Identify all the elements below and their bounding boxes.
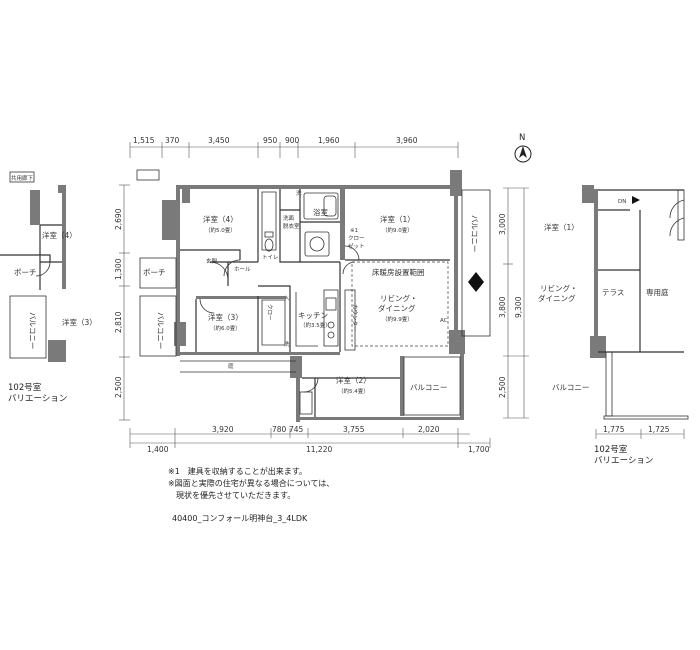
dim-top-2: 3,450 xyxy=(208,136,230,145)
label-closet-b: ゼット xyxy=(348,242,365,250)
left-variation-panel: 共用廊下 洋室（4） ポーチ 洋室（3） バルコニー 102号室 バリエーション xyxy=(0,171,97,404)
north-label: N xyxy=(519,133,525,143)
dim-bottom-inner-0: 3,920 xyxy=(212,425,234,434)
label-western1: 洋室（1） xyxy=(380,214,415,224)
label-porch: ポーチ xyxy=(143,268,166,277)
right-panel-caption-a: 102号室 xyxy=(594,444,628,455)
plan-code: 40400_コンフォール明神台_3_4LDK xyxy=(172,513,308,523)
label-western3: 洋室（3） xyxy=(208,312,243,322)
label-sen: 洗 xyxy=(284,340,290,348)
dim-top-4: 900 xyxy=(285,136,300,145)
right-panel-garden: 専用庭 xyxy=(646,287,669,297)
label-hall: ホール xyxy=(234,266,251,273)
dim-top-0: 1,515 xyxy=(133,136,155,145)
note-line-3: 現状を優先させていただきます。 xyxy=(168,490,295,500)
label-balcony-east: バルコニー xyxy=(470,215,479,252)
dim-bottom-inner-3: 3,755 xyxy=(343,425,365,434)
left-panel-corridor: 共用廊下 xyxy=(11,174,34,182)
label-living-b: ダイニング xyxy=(378,303,416,313)
dim-right-0: 3,000 xyxy=(498,213,507,235)
dim-right-panel-0: 1,775 xyxy=(603,425,625,434)
right-panel-western1: 洋室（1） xyxy=(544,222,579,232)
notes-block: ※1 建具を収納することが出来ます。 ※図面と実際の住宅が異なる場合については、… xyxy=(168,466,334,523)
left-panel-balcony: バルコニー xyxy=(28,312,37,349)
dim-left-1: 1,300 xyxy=(114,258,123,280)
right-panel-terrace: テラス xyxy=(602,288,624,297)
label-western4-size: （約5.0畳） xyxy=(205,226,236,234)
north-compass: N xyxy=(514,133,532,163)
label-tei: 庭 xyxy=(228,362,234,370)
left-dimension-column: 2,690 1,300 2,810 2,500 xyxy=(114,184,130,421)
label-western2-size: （約5.4畳） xyxy=(338,387,369,395)
dim-bottom-inner-2: 745 xyxy=(289,425,304,434)
note-line-1: ※1 建具を収納することが出来ます。 xyxy=(168,466,307,476)
dim-right-1: 3,800 xyxy=(498,296,507,318)
label-entrance: 玄関 xyxy=(206,257,218,265)
dim-top-1: 370 xyxy=(165,136,180,145)
label-western2: 洋室（2） xyxy=(336,375,371,385)
dim-top-6: 3,960 xyxy=(396,136,418,145)
label-closet-a: クロー xyxy=(348,235,365,242)
right-panel-dn: DN xyxy=(618,199,626,205)
left-panel-western4: 洋室（4） xyxy=(42,230,77,240)
dim-bottom-outer-0: 1,400 xyxy=(147,445,169,454)
label-washroom-b: 脱衣室 xyxy=(283,222,300,230)
dim-top-3: 950 xyxy=(263,136,278,145)
label-western4: 洋室（4） xyxy=(203,214,238,224)
bottom-dimension-rows: 3,920 780 745 3,755 2,020 1,400 11,220 1… xyxy=(129,425,491,454)
dim-bottom-outer-2: 1,700 xyxy=(468,445,490,454)
label-living-a: リビング・ xyxy=(380,293,418,303)
top-dimension-row: 1,515 370 3,450 950 900 1,960 3,960 xyxy=(129,136,459,158)
label-mark1: ※1 xyxy=(350,228,358,234)
label-western3-size: （約6.0畳） xyxy=(210,324,241,332)
label-living-size: （約9.9畳） xyxy=(382,315,413,323)
right-panel-caption-b: バリエーション xyxy=(594,456,653,466)
dim-bottom-outer-1: 11,220 xyxy=(306,445,332,454)
dim-left-2: 2,810 xyxy=(114,311,123,333)
left-panel-caption-b: バリエーション xyxy=(8,394,67,404)
label-floor-heating: 床暖房設置範囲 xyxy=(372,267,425,277)
label-washroom-a: 洗面 xyxy=(283,214,295,222)
label-balcony-south: バルコニー xyxy=(410,383,447,392)
right-variation-panel: DN 洋室（1） リビング・ ダイニング テラス 専用庭 バルコニー 1,775… xyxy=(538,185,689,466)
label-nyu: 入 xyxy=(284,296,290,302)
label-ac: AC xyxy=(440,318,448,324)
label-balcony-west: バルコニー xyxy=(156,312,165,349)
label-wc: 洗 xyxy=(296,189,302,197)
label-toilet: トイレ xyxy=(262,255,279,261)
right-dimension-column: 3,000 3,800 9,300 2,500 xyxy=(498,187,529,419)
dim-top-5: 1,960 xyxy=(318,136,340,145)
note-line-2: ※図面と実際の住宅が異なる場合については、 xyxy=(168,478,334,488)
left-panel-porch: ポーチ xyxy=(14,268,37,277)
dim-right-2: 9,300 xyxy=(514,296,523,318)
dim-bottom-inner-1: 780 xyxy=(272,425,287,434)
left-panel-caption-a: 102号室 xyxy=(8,382,42,393)
dim-right-panel-1: 1,725 xyxy=(648,425,670,434)
label-bath: 浴室 xyxy=(313,207,328,217)
label-kitchen: キッチン xyxy=(298,311,328,320)
label-counter: カウンター xyxy=(351,304,359,332)
right-panel-balcony: バルコニー xyxy=(552,383,589,392)
label-kitchen-size: （約3.5畳） xyxy=(300,321,331,329)
main-floor-plan: 洋室（4） （約5.0畳） 洋室（1） （約9.0畳） 洋室（3） （約6.0畳… xyxy=(136,169,491,422)
right-panel-living-b: ダイニング xyxy=(538,293,576,303)
dim-left-3: 2,500 xyxy=(114,376,123,398)
label-western1-size: （約9.0畳） xyxy=(382,226,413,234)
dim-bottom-inner-4: 2,020 xyxy=(418,425,440,434)
dim-right-3: 2,500 xyxy=(498,376,507,398)
right-panel-living-a: リビング・ xyxy=(540,283,578,293)
dim-left-0: 2,690 xyxy=(114,208,123,230)
left-panel-western3: 洋室（3） xyxy=(62,317,97,327)
label-closet-vert: クロー xyxy=(266,304,273,321)
